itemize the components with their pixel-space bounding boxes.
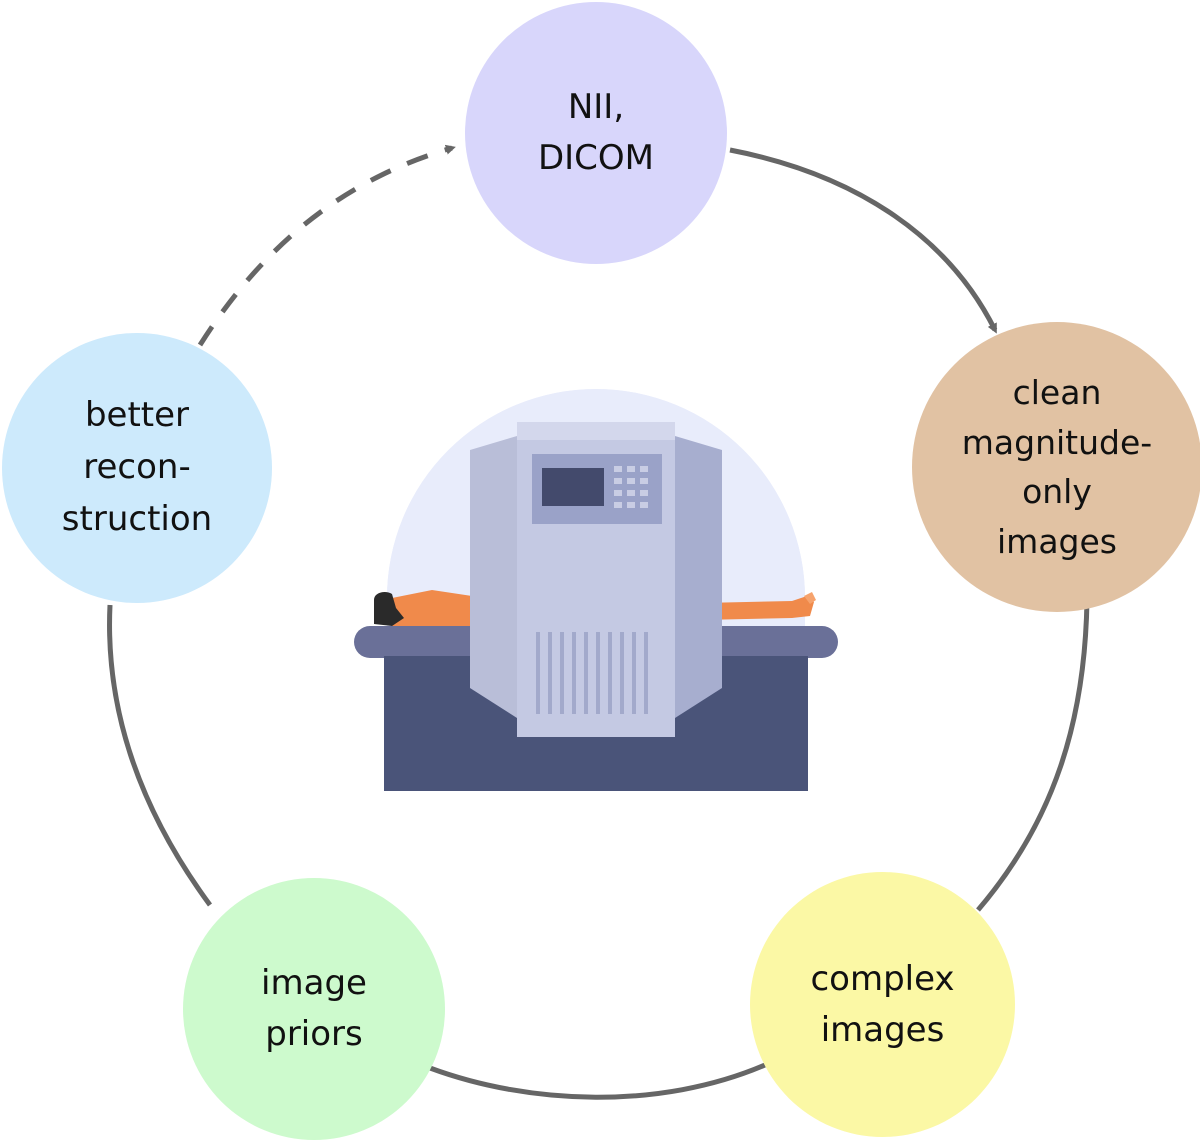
node-nii-dicom-label: NII, DICOM (537, 87, 655, 178)
node-image-priors-label: image priors (261, 963, 367, 1054)
arrow-complex-to-priors (429, 1062, 766, 1100)
node-nii-dicom: NII, DICOM (465, 2, 727, 264)
node-complex-images: complex images (750, 872, 1015, 1137)
node-better-reconstruction-label: better recon- struction (61, 395, 213, 539)
node-clean-magnitude-images-label: clean magnitude- only images (961, 373, 1153, 561)
arrow-clean-to-complex (976, 599, 1090, 912)
node-complex-images-label: complex images (810, 958, 955, 1050)
arrow-priors-to-better (107, 604, 213, 907)
node-better-reconstruction: better recon- struction (2, 333, 272, 603)
arrow-better-to-nii (197, 144, 456, 347)
node-image-priors: image priors (183, 878, 445, 1140)
arrow-nii-to-clean (729, 147, 998, 334)
mri-scanner-icon (352, 368, 840, 791)
node-clean-magnitude-images: clean magnitude- only images (912, 322, 1200, 612)
